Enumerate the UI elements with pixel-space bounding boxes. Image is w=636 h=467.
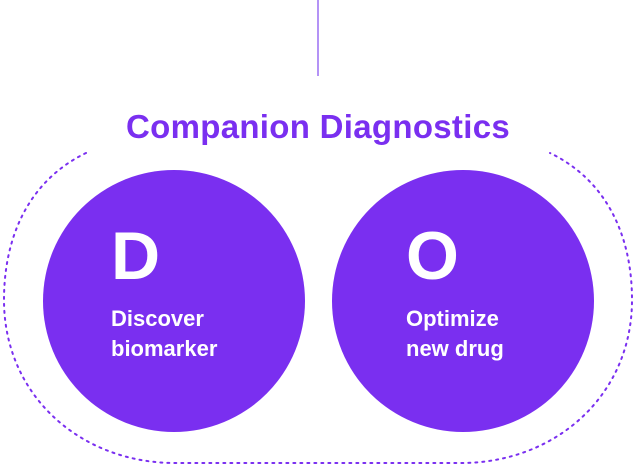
- discover-line-1: Discover: [111, 306, 204, 331]
- optimize-letter: O: [406, 218, 459, 294]
- optimize-line-2: new drug: [406, 336, 504, 361]
- discover-line-2: biomarker: [111, 336, 218, 361]
- diagram-title: Companion Diagnostics: [126, 108, 510, 145]
- discover-description: Discover biomarker: [111, 304, 217, 364]
- optimize-description: Optimize new drug: [406, 304, 504, 364]
- optimize-line-1: Optimize: [406, 306, 499, 331]
- dotted-enclosure: [2, 152, 634, 464]
- optimize-circle: O Optimize new drug: [332, 170, 594, 432]
- discover-letter: D: [111, 218, 161, 294]
- discover-circle: D Discover biomarker: [43, 170, 305, 432]
